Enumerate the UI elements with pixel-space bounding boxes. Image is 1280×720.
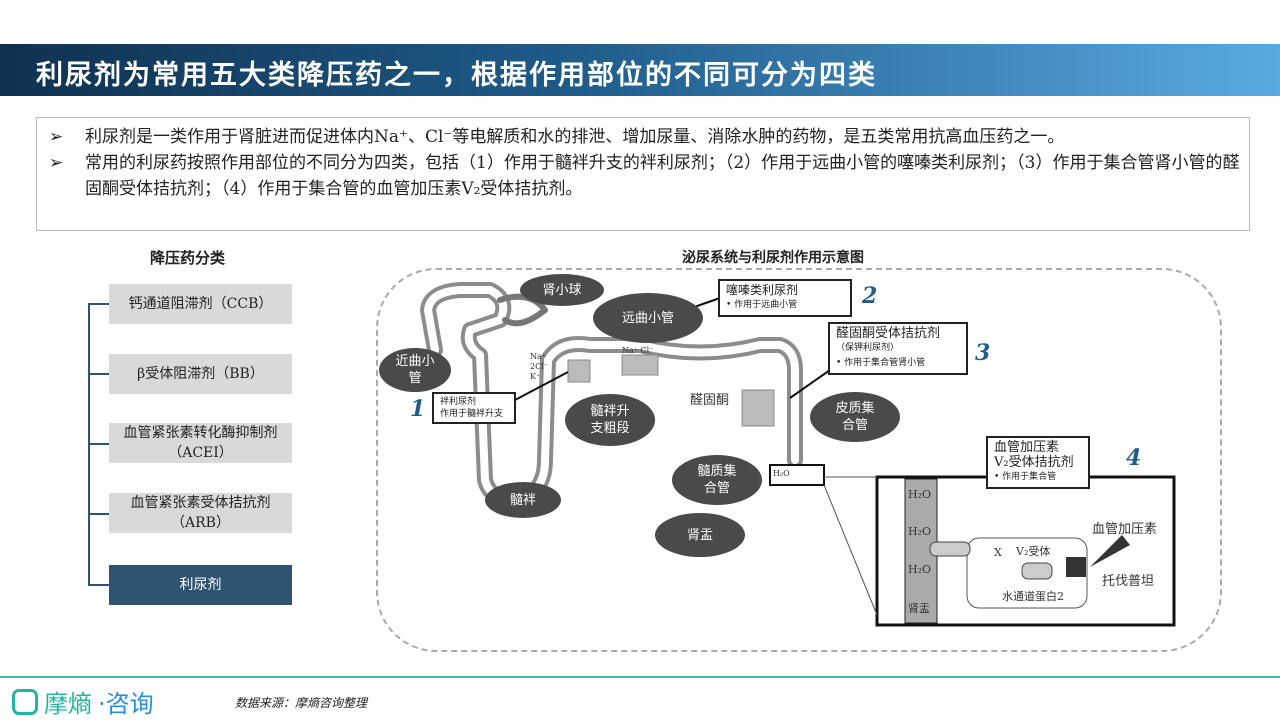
region-distal-tubule: 远曲小管 xyxy=(621,310,674,326)
tree-tick xyxy=(88,443,109,445)
class-acei: 血管紧张素转化酶抑制剂（ACEI） xyxy=(109,423,292,463)
callout-title: 袢利尿剂 xyxy=(440,397,477,407)
logo-icon xyxy=(12,688,38,715)
bullet-1: ➢ 利尿剂是一类作用于肾脏进而促进体内Na⁺、Cl⁻等电解质和水的排泄、增加尿量、… xyxy=(45,124,1241,150)
label-vasopressin: 血管加压素 xyxy=(1092,522,1158,537)
label-nacl: Na⁺ Cl⁻ xyxy=(622,346,654,355)
callout-sub: （保钾利尿剂） xyxy=(836,343,900,353)
label-nakcl: Na⁺ 2Cl⁻ K⁺ xyxy=(530,352,548,381)
label-v2-receptor: V₂受体 xyxy=(1016,545,1051,558)
region-loop: 髓袢 xyxy=(509,492,536,508)
region-cortical-collecting-duct: 皮质集合管 xyxy=(835,401,875,433)
label-pelvis-small: 肾盂 xyxy=(908,602,930,615)
marker-1: 1 xyxy=(410,396,426,422)
region-thick-ascending-limb: 髓袢升支粗段 xyxy=(590,404,630,436)
marker-3: 3 xyxy=(975,340,991,366)
callout-thiazide: 噻嗪类利尿剂 • 作用于远曲小管 xyxy=(718,279,852,317)
callout-title: 血管加压素 xyxy=(994,440,1060,455)
callout-desc: • 作用于集合管 xyxy=(994,472,1057,482)
marker-4: 4 xyxy=(1126,445,1142,471)
title-bar: 利尿剂为常用五大类降压药之一，根据作用部位的不同可分为四类 xyxy=(0,44,1280,96)
label-x: X xyxy=(994,546,1002,559)
source-note: 数据来源：摩熵咨询整理 xyxy=(235,696,368,710)
callout-title: 噻嗪类利尿剂 xyxy=(726,283,799,297)
logo-text-2: ·咨询 xyxy=(98,690,154,718)
bullet-2: ➢ 常用的利尿药按照作用部位的不同分为四类，包括（1）作用于髓袢升支的袢利尿剂；（… xyxy=(45,150,1241,202)
class-bb: β受体阻滞剂（BB） xyxy=(109,354,292,394)
marker-2: 2 xyxy=(862,283,878,309)
diagram-frame xyxy=(376,268,1222,652)
brand-logo: 摩熵·咨询 xyxy=(12,684,154,719)
callout-loop-diuretic: 袢利尿剂作用于髓袢升支 xyxy=(432,392,516,424)
region-glomerulus: 肾小球 xyxy=(542,282,582,298)
logo-text: 摩熵 xyxy=(44,690,92,718)
class-diuretic: 利尿剂 xyxy=(109,565,292,605)
footer-line xyxy=(0,676,1280,678)
label-aquaporin2: 水通道蛋白2 xyxy=(1002,590,1064,603)
arrow-bullet-icon: ➢ xyxy=(49,153,64,173)
class-ccb: 钙通道阻滞剂（CCB） xyxy=(109,284,292,324)
tree-tick xyxy=(88,513,109,515)
callout-aldosterone-antagonist: 醛固酮受体拮抗剂 （保钾利尿剂） • 作用于集合管肾小管 xyxy=(828,322,968,375)
callout-desc: • 作用于远曲小管 xyxy=(726,300,798,310)
label-h2o-2: H₂O xyxy=(908,525,932,538)
callout-desc: 作用于髓袢升支 xyxy=(440,409,504,419)
tree-tick xyxy=(88,584,109,586)
callout-title-2: V₂受体拮抗剂 xyxy=(994,455,1074,470)
label-tolvaptan: 托伐普坦 xyxy=(1102,574,1155,589)
label-h2o-small: H₂O xyxy=(773,469,790,478)
label-h2o-1: H₂O xyxy=(908,488,932,501)
callout-desc: • 作用于集合管肾小管 xyxy=(836,358,926,368)
intro-box: ➢ 利尿剂是一类作用于肾脏进而促进体内Na⁺、Cl⁻等电解质和水的排泄、增加尿量、… xyxy=(36,117,1250,231)
region-medullary-collecting-duct: 髓质集合管 xyxy=(697,464,737,496)
classification-title: 降压药分类 xyxy=(150,249,226,267)
bullet-text: 利尿剂是一类作用于肾脏进而促进体内Na⁺、Cl⁻等电解质和水的排泄、增加尿量、消… xyxy=(85,127,1065,147)
page-title: 利尿剂为常用五大类降压药之一，根据作用部位的不同可分为四类 xyxy=(36,60,877,91)
region-proximal-tubule: 近曲小管 xyxy=(395,354,435,386)
arrow-bullet-icon: ➢ xyxy=(49,127,64,147)
region-renal-pelvis: 肾盂 xyxy=(686,527,713,543)
class-arb: 血管紧张素受体拮抗剂（ARB） xyxy=(109,493,292,533)
tree-tick xyxy=(88,373,109,375)
bullet-text: 常用的利尿药按照作用部位的不同分为四类，包括（1）作用于髓袢升支的袢利尿剂；（2… xyxy=(85,153,1240,199)
tree-tick xyxy=(88,303,109,305)
label-aldosterone: 醛固酮 xyxy=(690,393,730,408)
diagram-title: 泌尿系统与利尿剂作用示意图 xyxy=(682,250,864,266)
callout-title: 醛固酮受体拮抗剂 xyxy=(836,326,941,341)
label-h2o-3: H₂O xyxy=(908,563,932,576)
